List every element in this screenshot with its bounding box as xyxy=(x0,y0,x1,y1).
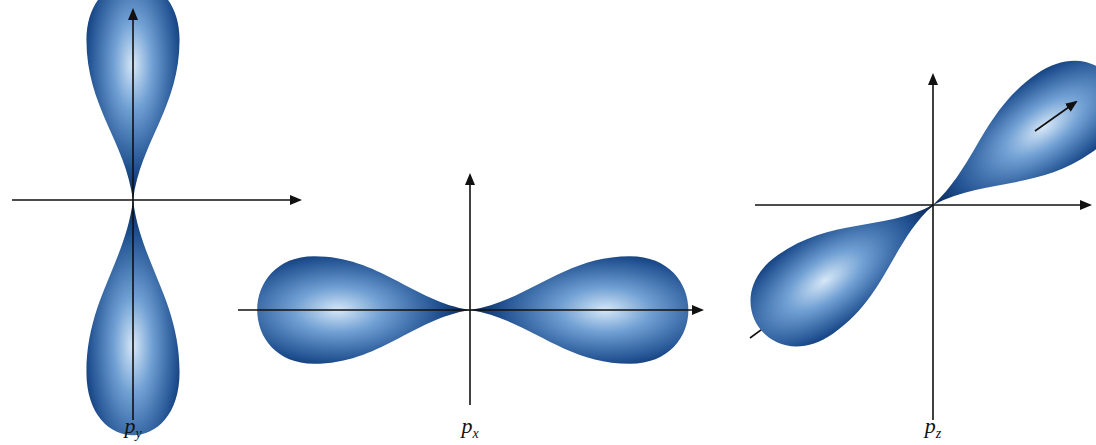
orbital-label: py xyxy=(124,415,141,441)
orbital-label: pz xyxy=(925,415,941,441)
py-orbital xyxy=(12,0,300,435)
pz-orbital xyxy=(731,40,1096,420)
orbital-label: px xyxy=(461,415,478,441)
px-orbital xyxy=(238,175,702,405)
